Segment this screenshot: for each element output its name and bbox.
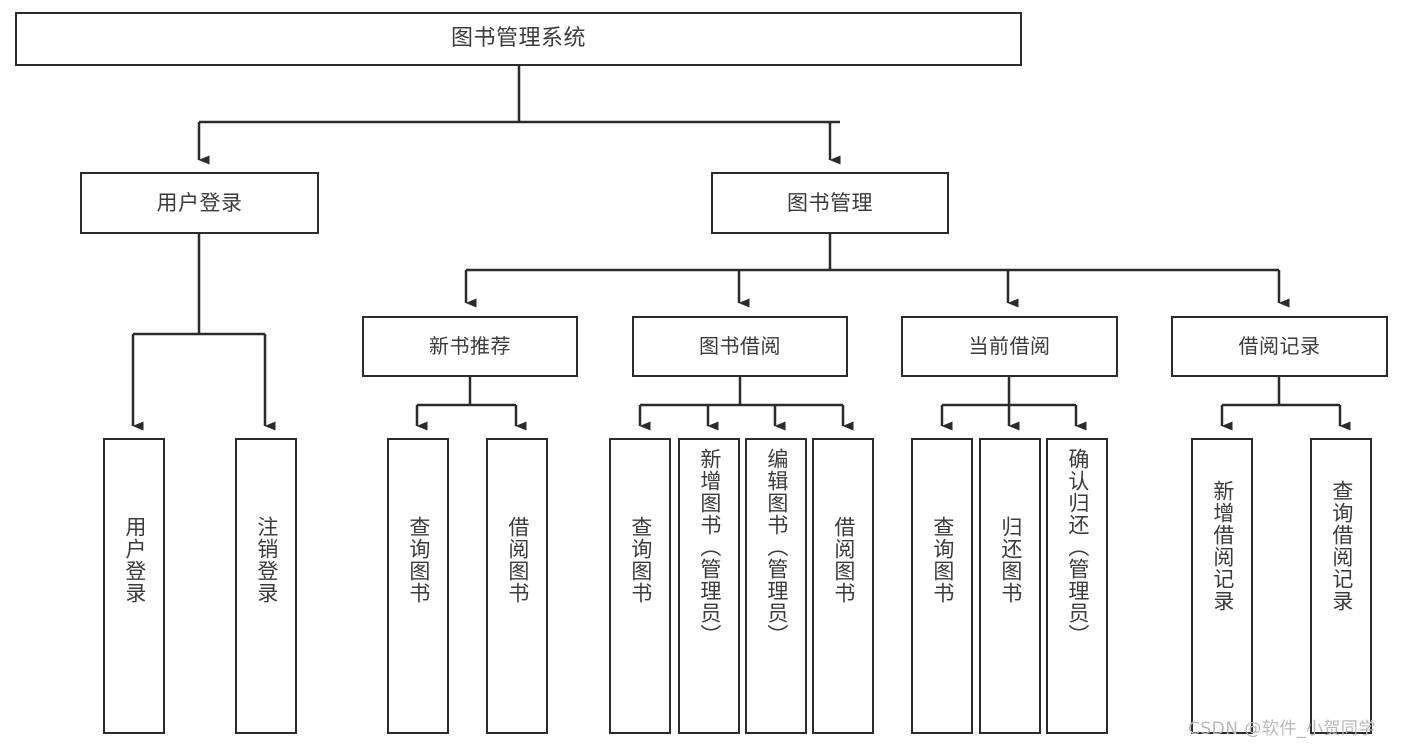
node-leaf-borrow-book-recommend[interactable]: 借阅图书 bbox=[486, 438, 548, 734]
node-book-management-label: 图书管理 bbox=[787, 190, 873, 215]
node-current-borrow-label: 当前借阅 bbox=[968, 334, 1051, 358]
node-leaf-query-book-borrow-label: 查询图书 bbox=[628, 516, 653, 604]
csdn-watermark: CSDN @软件_小贺同学 bbox=[1188, 719, 1376, 739]
node-user-login[interactable]: 用户登录 bbox=[80, 172, 319, 234]
node-leaf-user-logout-label: 注销登录 bbox=[254, 516, 279, 604]
node-leaf-confirm-return[interactable]: 确认归还（管理员） bbox=[1046, 438, 1108, 734]
node-leaf-query-book-current[interactable]: 查询图书 bbox=[911, 438, 973, 734]
node-leaf-query-book-borrow[interactable]: 查询图书 bbox=[609, 438, 671, 734]
node-leaf-confirm-return-label: 确认归还（管理员） bbox=[1065, 448, 1090, 646]
node-leaf-query-book-recommend-label: 查询图书 bbox=[406, 516, 431, 604]
node-user-login-label: 用户登录 bbox=[156, 190, 243, 215]
node-borrow-record[interactable]: 借阅记录 bbox=[1171, 316, 1388, 377]
node-book-management[interactable]: 图书管理 bbox=[711, 172, 949, 234]
node-leaf-add-borrow-record[interactable]: 新增借阅记录 bbox=[1191, 438, 1253, 734]
node-leaf-return-book[interactable]: 归还图书 bbox=[979, 438, 1041, 734]
node-new-book-recommend-label: 新书推荐 bbox=[429, 334, 511, 358]
node-borrow-record-label: 借阅记录 bbox=[1238, 334, 1321, 358]
node-leaf-add-book-label: 新增图书（管理员） bbox=[697, 448, 722, 646]
node-book-borrow[interactable]: 图书借阅 bbox=[632, 316, 848, 377]
node-leaf-query-borrow-record[interactable]: 查询借阅记录 bbox=[1310, 438, 1372, 734]
node-leaf-edit-book[interactable]: 编辑图书（管理员） bbox=[745, 438, 807, 734]
node-root-book-management-system[interactable]: 图书管理系统 bbox=[15, 12, 1022, 66]
node-book-borrow-label: 图书借阅 bbox=[699, 334, 781, 358]
node-leaf-add-borrow-record-label: 新增借阅记录 bbox=[1210, 480, 1235, 612]
node-leaf-return-book-label: 归还图书 bbox=[998, 516, 1023, 604]
node-current-borrow[interactable]: 当前借阅 bbox=[901, 316, 1118, 377]
node-leaf-query-borrow-record-label: 查询借阅记录 bbox=[1329, 480, 1354, 612]
node-root-label: 图书管理系统 bbox=[450, 26, 586, 52]
node-leaf-user-login-label: 用户登录 bbox=[122, 516, 147, 604]
node-leaf-add-book[interactable]: 新增图书（管理员） bbox=[678, 438, 740, 734]
node-leaf-edit-book-label: 编辑图书（管理员） bbox=[764, 448, 789, 646]
node-leaf-query-book-recommend[interactable]: 查询图书 bbox=[387, 438, 449, 734]
node-leaf-query-book-current-label: 查询图书 bbox=[930, 516, 955, 604]
node-leaf-borrow-book-recommend-label: 借阅图书 bbox=[505, 516, 530, 604]
node-new-book-recommend[interactable]: 新书推荐 bbox=[362, 316, 578, 377]
node-leaf-borrow-book-label: 借阅图书 bbox=[831, 516, 856, 604]
node-leaf-user-login[interactable]: 用户登录 bbox=[103, 438, 165, 734]
node-leaf-user-logout[interactable]: 注销登录 bbox=[235, 438, 297, 734]
node-leaf-borrow-book[interactable]: 借阅图书 bbox=[812, 438, 874, 734]
